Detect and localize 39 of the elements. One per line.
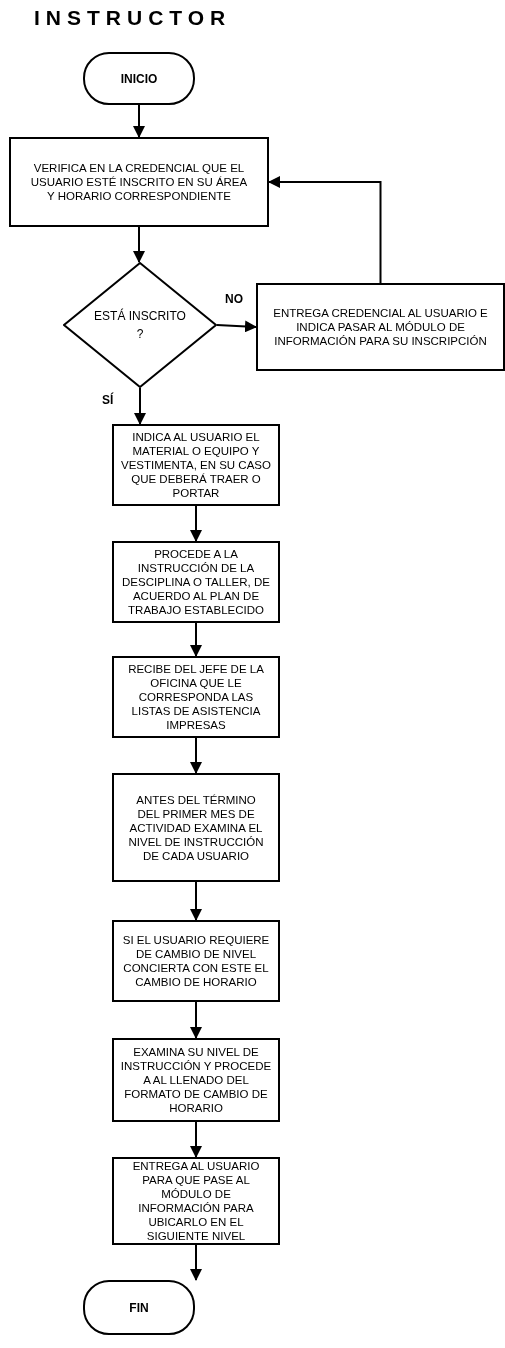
arrow [134, 387, 146, 425]
process-box [9, 137, 269, 227]
arrow [190, 1244, 202, 1281]
node-text: ENTREGA AL USUARIO PARA QUE PASE AL MÓDULO DE INFORMACIÓN PARA UBICARLO EN EL SIGUIENTE NIVEL [131, 1159, 261, 1243]
arrow [268, 176, 382, 284]
node-text: EXAMINA SU NIVEL DE INSTRUCCIÓN Y PROCEDE A AL LLENADO DEL FORMATO DE CAMBIO DE HORARIO [119, 1045, 273, 1115]
node-text: INDICA AL USUARIO EL MATERIAL O EQUIPO Y VESTIMENTA, EN SU CASO QUE DEBERÁ TRAER O PORTAR [120, 430, 272, 500]
node-text: INICIO [120, 71, 158, 86]
node-text: PROCEDE A LA INSTRUCCIÓN DE LA DESCIPLINA O TALLER, DE ACUERDO AL PLAN DE TRABAJO ESTABLECIDO [121, 547, 271, 617]
arrow [133, 104, 145, 138]
process-box [112, 1038, 280, 1122]
arrow [190, 881, 202, 921]
process-box [256, 283, 505, 371]
process-box [112, 1157, 280, 1245]
arrow [190, 1121, 202, 1158]
process-box [112, 541, 280, 623]
node-text: ANTES DEL TÉRMINO DEL PRIMER MES DE ACTIVIDAD EXAMINA EL NIVEL DE INSTRUCCIÓN DE CADA USUARIO [127, 792, 265, 863]
diagram-title: INSTRUCTOR [34, 6, 232, 30]
edge-label: SÍ [101, 393, 115, 407]
arrow [190, 737, 202, 774]
node-text: ESTÁ INSCRITO ? [94, 307, 186, 343]
arrow [216, 320, 257, 333]
process-box [112, 656, 280, 738]
process-box [112, 920, 280, 1002]
arrow [190, 622, 202, 657]
node-text: ENTREGA CREDENCIAL AL USUARIO E INDICA PASAR AL MÓDULO DE INFORMACIÓN PARA SU INSCRIPCIÓN [272, 306, 489, 348]
node-text: VERIFICA EN LA CREDENCIAL QUE EL USUARIO ESTÉ INSCRITO EN SU ÁREA Y HORARIO CORRESPONDIENTE [29, 161, 249, 203]
terminal-shape [83, 1280, 195, 1335]
node-text: FIN [129, 1300, 149, 1315]
arrow [190, 505, 202, 542]
arrow [133, 226, 145, 263]
edge-label: NO [224, 292, 244, 306]
process-box [112, 773, 280, 882]
process-box [112, 424, 280, 506]
arrow [190, 1001, 202, 1039]
terminal-shape [83, 52, 195, 105]
node-text: SI EL USUARIO REQUIERE DE CAMBIO DE NIVEL CONCIERTA CON ESTE EL CAMBIO DE HORARIO [121, 933, 271, 989]
node-text: RECIBE DEL JEFE DE LA OFICINA QUE LE CORRESPONDA LAS LISTAS DE ASISTENCIA IMPRESAS [127, 662, 265, 732]
decision-diamond [63, 262, 217, 388]
